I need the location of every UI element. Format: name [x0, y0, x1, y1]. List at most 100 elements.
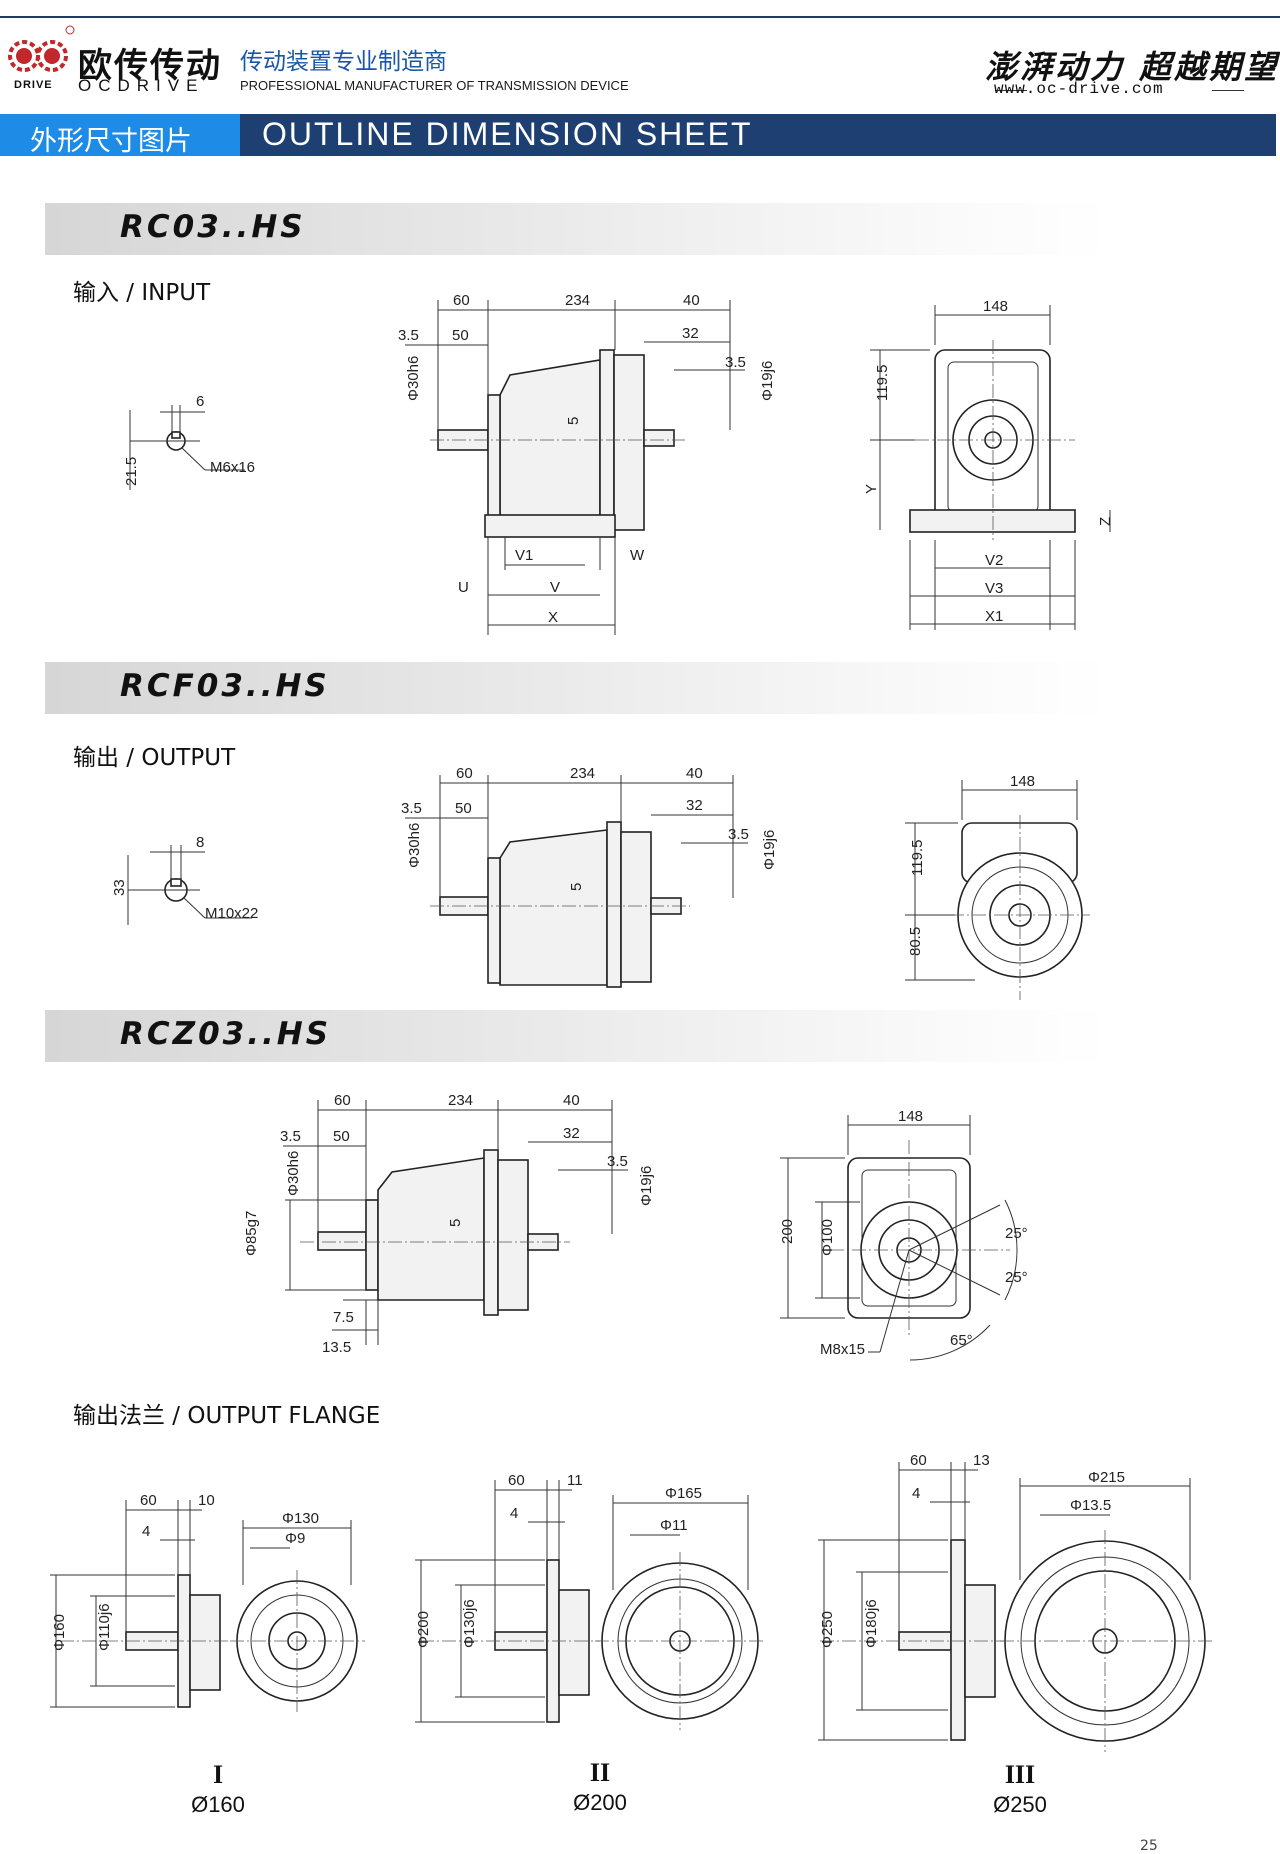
flange-iii-drawing: [818, 1462, 1215, 1752]
flange-iii-size: Ø250: [993, 1792, 1047, 1817]
top-rule: [0, 16, 1280, 18]
dim-rc-35b: 3.5: [725, 354, 746, 371]
flange-ii-hole: Φ11: [660, 1517, 688, 1534]
label-input: 输入 / INPUT: [73, 280, 211, 306]
flange-ii-outer: Φ200: [415, 1611, 432, 1648]
dim-rc-60: 60: [453, 292, 470, 309]
dim-rc-V3: V3: [985, 580, 1003, 597]
flange-ii-step: 4: [510, 1505, 518, 1522]
flange-ii-thick: 11: [567, 1472, 583, 1489]
logo-text-en: OCDRIVE: [78, 76, 205, 95]
dim-rcz-135: 13.5: [322, 1339, 351, 1356]
rc-key-detail: 6 M6x16 21.5: [123, 393, 255, 490]
flange-iii-thick: 13: [973, 1452, 990, 1469]
dim-rcf-35b: 3.5: [728, 826, 749, 843]
dim-rcz-25b: 25°: [1005, 1269, 1028, 1286]
flange-ii-size: Ø200: [573, 1790, 627, 1815]
flange-iii-pilot: Φ180j6: [863, 1599, 880, 1648]
dim-rcf-19j6: Φ19j6: [761, 830, 778, 870]
dim-rcf-234: 234: [570, 765, 595, 782]
dim-rc-50: 50: [452, 327, 469, 344]
flange-ii-len: 60: [508, 1472, 525, 1489]
flange-iii-outer: Φ250: [819, 1611, 836, 1648]
dim-rcf-8: 8: [196, 834, 204, 851]
flange-i-drawing: [50, 1500, 365, 1712]
flange-iii-step: 4: [912, 1485, 920, 1502]
website-rule-right: [1212, 90, 1244, 91]
dim-rcz-100: Φ100: [819, 1219, 836, 1256]
dim-rcf-33: 33: [111, 879, 128, 896]
ocdrive-logo-icon: [8, 25, 75, 72]
dim-rcz-50: 50: [333, 1128, 350, 1145]
flange-i-outer: Φ160: [51, 1614, 68, 1651]
dim-rc-6: 6: [196, 393, 204, 410]
flange-ii-pcd: Φ165: [665, 1485, 702, 1502]
dim-rc-35a: 3.5: [398, 327, 419, 344]
dim-rcf-32: 32: [686, 797, 703, 814]
section-bar-rcf: [45, 662, 1110, 714]
section-bar-rc: [45, 203, 1110, 255]
logo-text-cn: 欧传传动: [78, 46, 222, 86]
dim-rcz-40: 40: [563, 1092, 580, 1109]
dim-rcz-30h6: Φ30h6: [285, 1151, 302, 1196]
section-title-rcz: RCZ03..HS: [120, 1016, 332, 1052]
banner-title-en: OUTLINE DIMENSION SHEET: [262, 116, 753, 152]
dim-rc-m6: M6x16: [210, 459, 255, 476]
dim-rc-19j6: Φ19j6: [759, 361, 776, 401]
rcf-side-view: 60 234 40 3.5 50 32 3.5 Φ30h6 Φ19j6 5: [401, 765, 778, 988]
banner-bar-accent: [0, 114, 240, 156]
banner-title-cn: 外形尺寸图片: [30, 126, 192, 157]
dim-rcz-85g7: Φ85g7: [243, 1211, 260, 1256]
website: www.oc-drive.com: [994, 80, 1164, 98]
dim-rcz-75: 7.5: [333, 1309, 354, 1326]
label-output: 输出 / OUTPUT: [73, 745, 236, 771]
flange-ii-drawing: [415, 1480, 765, 1730]
tagline-cn: 传动装置专业制造商: [240, 49, 447, 75]
flange-i-pcd: Φ130: [282, 1510, 319, 1527]
rc-end-view: 148 119.5 Y Z V2 V3 X1: [863, 298, 1114, 630]
dim-rcz-32: 32: [563, 1125, 580, 1142]
flange-iii-roman: III: [1004, 1760, 1036, 1789]
dim-rc-234: 234: [565, 292, 590, 309]
dim-rc-V: V: [550, 579, 560, 596]
dim-rc-W: W: [630, 547, 645, 564]
dim-rc-32: 32: [682, 325, 699, 342]
rcz-end-view: 148 200 Φ100 25° 25° M8x15 65°: [779, 1108, 1028, 1361]
dim-rc-Z: Z: [1097, 517, 1114, 526]
slogan: 澎湃动力 超越期望: [985, 48, 1280, 86]
rcf-end-view: 148 119.5 80.5: [905, 773, 1090, 1000]
flange-i-roman: I: [212, 1760, 224, 1789]
dim-rcf-40: 40: [686, 765, 703, 782]
dim-rcf-m10: M10x22: [205, 905, 258, 922]
tagline-en: PROFESSIONAL MANUFACTURER OF TRANSMISSIO…: [240, 78, 629, 93]
section-bar-rcz: [45, 1010, 1110, 1062]
dim-rcz-m8: M8x15: [820, 1341, 865, 1358]
dim-rc-X1: X1: [985, 608, 1003, 625]
dim-rc-V2: V2: [985, 552, 1003, 569]
dim-rcz-148: 148: [898, 1108, 923, 1125]
rcz-side-view: 60 234 40 3.5 50 32 3.5 Φ30h6 Φ85g7 Φ19j…: [243, 1092, 655, 1356]
dim-rc-5: 5: [565, 417, 582, 425]
dim-rcf-5: 5: [568, 883, 585, 891]
dim-rc-1195: 119.5: [874, 365, 891, 401]
dim-rcf-30h6: Φ30h6: [406, 823, 423, 868]
logo-text-small: DRIVE: [14, 79, 53, 91]
dim-rcz-65: 65°: [950, 1332, 973, 1349]
dim-rcz-60: 60: [334, 1092, 351, 1109]
dim-rc-40: 40: [683, 292, 700, 309]
page-number: 25: [1140, 1838, 1158, 1854]
dim-rcz-234: 234: [448, 1092, 473, 1109]
dim-rcz-19j6: Φ19j6: [638, 1166, 655, 1206]
dim-rc-215: 21.5: [123, 457, 140, 486]
flange-i-pilot: Φ110j6: [96, 1603, 113, 1651]
section-title-rc: RC03..HS: [120, 209, 306, 245]
dim-rc-Y: Y: [863, 484, 880, 494]
flange-ii-roman: II: [589, 1758, 611, 1787]
flange-iii-hole: Φ13.5: [1070, 1497, 1111, 1514]
flange-i-size: Ø160: [191, 1792, 245, 1817]
dim-rcf-60: 60: [456, 765, 473, 782]
label-output-flange: 输出法兰 / OUTPUT FLANGE: [73, 1403, 381, 1429]
flange-i-hole: Φ9: [285, 1530, 305, 1547]
rc-side-view: 60 234 40 3.5 50 32 3.5 Φ30h6 Φ19j6 5 V1…: [398, 292, 776, 635]
